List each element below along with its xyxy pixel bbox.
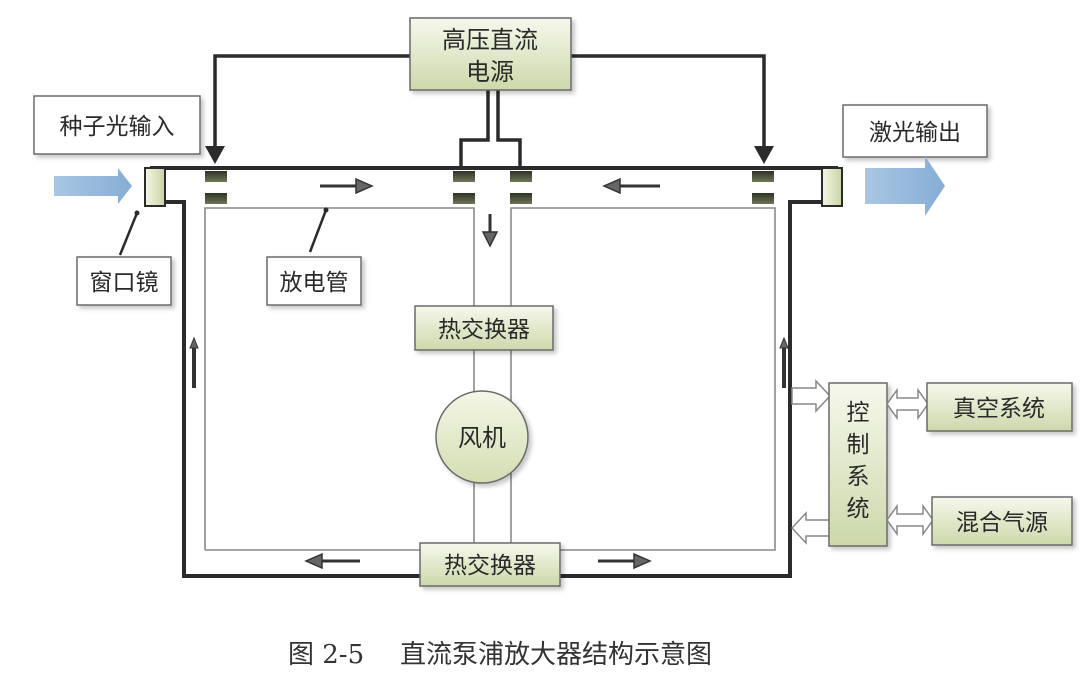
- control-system-char: 统: [847, 496, 870, 522]
- electrode-mid2-bottom: [510, 193, 532, 204]
- hv-wires: [213, 54, 766, 168]
- flow-arrow-up-right-icon: [779, 336, 789, 388]
- double-arrow-vacuum-icon: [886, 387, 929, 421]
- laser-output-box: [842, 104, 988, 158]
- hollow-arrow-from-control-icon: [790, 511, 831, 545]
- window-mirror-left: [144, 167, 166, 207]
- seed-beam-arrow-icon: [54, 168, 132, 204]
- electrode-mid1-top: [453, 171, 475, 182]
- control-system-label: 控制系统: [847, 400, 870, 522]
- double-arrow-gas-icon: [886, 503, 934, 537]
- arrowhead-right-electrode: [754, 146, 774, 164]
- control-system-char: 制: [847, 432, 870, 458]
- discharge-tube-leader: [308, 209, 328, 253]
- flow-arrows: [189, 177, 789, 570]
- fan-circle: [435, 390, 529, 484]
- heat-exchanger-bottom-label: 热交换器: [444, 553, 536, 579]
- hv-power-label-line1: 高压直流: [442, 26, 538, 54]
- fan-label: 风机: [458, 424, 506, 452]
- leader-dot-tube: [323, 207, 329, 213]
- leader-dot-window: [134, 210, 140, 216]
- window-mirror-box: [76, 256, 172, 306]
- flow-arrow-left-bottom-icon: [304, 552, 360, 570]
- heat-exchanger-bottom-box: [419, 542, 561, 587]
- flow-arrow-up-left-icon: [189, 336, 199, 388]
- hv-power-box: [409, 17, 572, 91]
- gas-source-box: [931, 496, 1073, 546]
- arrowhead-left-electrode: [205, 146, 225, 164]
- window-mirror-label: 窗口镜: [90, 270, 159, 296]
- electrode-mid1-bottom: [453, 193, 475, 204]
- electrode-right-bottom: [752, 193, 774, 204]
- hollow-arrow-to-control-icon: [791, 379, 832, 413]
- window-mirror-right: [821, 167, 843, 207]
- figure-title: 直流泵浦放大器结构示意图: [400, 640, 712, 670]
- outer-gas-loop: [160, 200, 828, 578]
- gas-source-label: 混合气源: [956, 510, 1048, 536]
- flow-arrow-left-top-icon: [602, 177, 660, 195]
- heat-exchanger-top-label: 热交换器: [438, 317, 530, 343]
- electrode-left-top: [205, 171, 227, 182]
- discharge-tube-box: [266, 256, 362, 306]
- electrode-right-top: [752, 171, 774, 182]
- seed-input-box: [33, 95, 201, 155]
- heat-exchanger-top-box: [414, 305, 554, 351]
- control-system-char: 控: [847, 400, 870, 426]
- figure-number: 图 2-5: [288, 640, 364, 670]
- output-beam-arrow-icon: [865, 156, 945, 216]
- seed-input-label: 种子光输入: [60, 114, 175, 140]
- vacuum-system-label: 真空系统: [953, 396, 1045, 422]
- flow-arrow-down-center-icon: [481, 214, 499, 248]
- control-system-char: 系: [847, 464, 870, 490]
- flow-arrow-right-bottom-icon: [598, 552, 652, 570]
- control-system-box: [828, 382, 888, 547]
- window-mirror-leader: [118, 212, 139, 256]
- electrode-left-bottom: [205, 193, 227, 204]
- laser-output-label: 激光输出: [869, 120, 961, 146]
- vacuum-system-box: [926, 382, 1073, 432]
- discharge-tube-label: 放电管: [280, 270, 349, 296]
- electrodes: [205, 171, 774, 204]
- control-system-label-group: 控制系统: [847, 400, 870, 522]
- flow-arrow-right-top-icon: [320, 177, 374, 195]
- hv-power-label-line2: 电源: [466, 58, 514, 86]
- electrode-mid2-top: [510, 171, 532, 182]
